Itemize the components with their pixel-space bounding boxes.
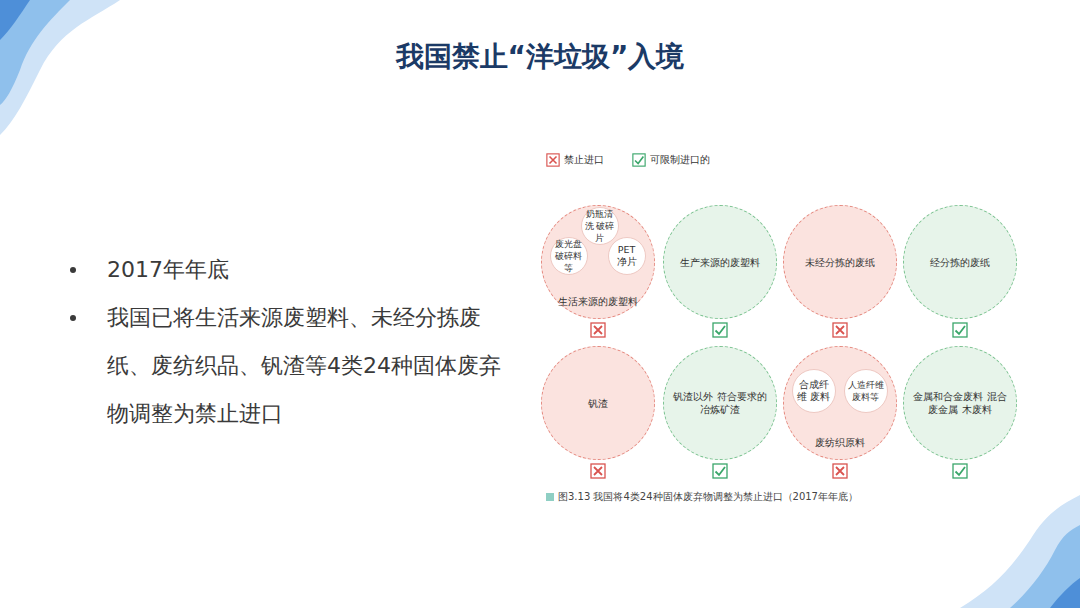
banned-mark bbox=[590, 463, 606, 479]
allowed-mark bbox=[632, 153, 646, 167]
item-text: 奶瓶清洗 破碎片 bbox=[585, 208, 615, 244]
item-text: 人造纤维 废料等 bbox=[848, 379, 884, 403]
inner-circle: 人造纤维 废料等 bbox=[844, 369, 888, 413]
banned-mark bbox=[832, 322, 848, 338]
legend-text: 禁止进口 bbox=[564, 153, 604, 167]
bullet-text: 2017年年底 bbox=[107, 246, 517, 294]
category-text: 钒渣以外 符合要求的 冶炼矿渣 bbox=[671, 390, 769, 416]
category-text: 生活来源的废塑料 bbox=[548, 295, 647, 308]
category-circle: 钒渣 bbox=[541, 346, 655, 460]
corner-wave bbox=[960, 495, 1080, 608]
category-circle: 生产来源的废塑料 bbox=[663, 205, 777, 319]
bullet-dot bbox=[70, 267, 76, 273]
inner-circle: 奶瓶清洗 破碎片 bbox=[581, 207, 619, 245]
corner-wave bbox=[0, 0, 70, 105]
figure-caption: 图3.13 我国将4类24种固体废弃物调整为禁止进口（2017年年底） bbox=[558, 490, 858, 504]
bullet-dot bbox=[70, 315, 76, 321]
allowed-mark bbox=[712, 463, 728, 479]
banned-mark bbox=[546, 153, 560, 167]
legend-item: 禁止进口 bbox=[546, 152, 604, 168]
banned-mark bbox=[832, 463, 848, 479]
category-circle: 未经分拣的废纸 bbox=[783, 205, 897, 319]
corner-wave bbox=[1050, 578, 1080, 608]
slide-title: 我国禁止“洋垃圾”入境 bbox=[0, 38, 1080, 76]
inner-circle: 废光盘 破碎料等 bbox=[550, 237, 588, 275]
corner-wave bbox=[1010, 525, 1080, 608]
inner-circle: PET 净片 bbox=[608, 237, 646, 275]
category-text: 经分拣的废纸 bbox=[911, 256, 1009, 269]
category-text: 废纺织原料 bbox=[790, 436, 889, 449]
inner-circle: 合成纤维 废料 bbox=[792, 369, 836, 413]
allowed-mark bbox=[712, 322, 728, 338]
category-text: 金属和合金废料 混合废金属 木废料 bbox=[911, 390, 1009, 416]
corner-wave bbox=[0, 0, 120, 135]
allowed-mark bbox=[952, 322, 968, 338]
legend-item: 可限制进口的 bbox=[632, 152, 710, 168]
category-circle: 废纺织原料 合成纤维 废料人造纤维 废料等 bbox=[783, 346, 897, 460]
item-text: PET 净片 bbox=[612, 244, 642, 268]
category-text: 未经分拣的废纸 bbox=[791, 256, 889, 269]
category-text: 生产来源的废塑料 bbox=[671, 256, 769, 269]
legend-text: 可限制进口的 bbox=[650, 153, 710, 167]
banned-mark bbox=[590, 322, 606, 338]
item-text: 合成纤维 废料 bbox=[796, 379, 832, 403]
category-circle: 经分拣的废纸 bbox=[903, 205, 1017, 319]
bullet-text: 我国已将生活来源废塑料、未经分拣废纸、废纺织品、钒渣等4类24种固体废弃物调整为… bbox=[107, 294, 517, 438]
category-circle: 金属和合金废料 混合废金属 木废料 bbox=[903, 346, 1017, 460]
allowed-mark bbox=[952, 463, 968, 479]
caption-marker bbox=[546, 493, 554, 501]
category-text: 钒渣 bbox=[549, 397, 647, 410]
category-circle: 钒渣以外 符合要求的 冶炼矿渣 bbox=[663, 346, 777, 460]
item-text: 废光盘 破碎料等 bbox=[554, 238, 584, 274]
corner-wave bbox=[0, 0, 30, 40]
category-circle: 生活来源的废塑料 奶瓶清洗 破碎片废光盘 破碎料等 PET 净片 bbox=[541, 205, 655, 319]
